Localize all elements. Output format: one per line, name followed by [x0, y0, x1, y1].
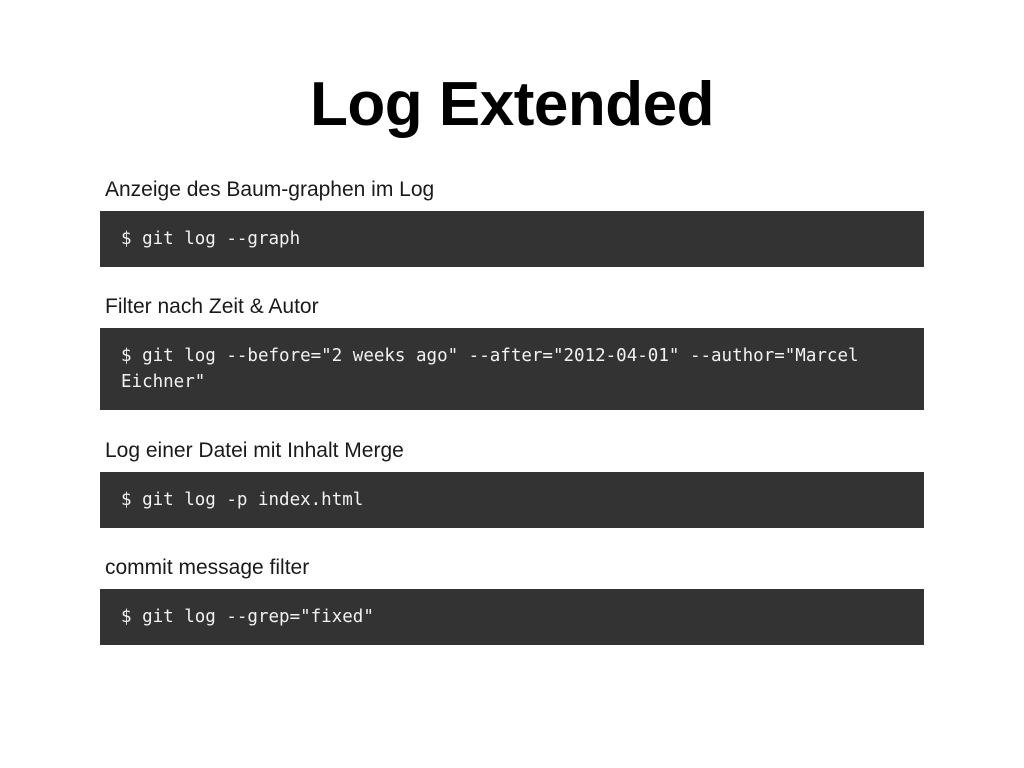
- spacer-3: [100, 528, 924, 554]
- spacer-1: [100, 267, 924, 293]
- section-label-filter-time-author: Filter nach Zeit & Autor: [105, 295, 319, 318]
- code-block-filter-time-author: $ git log --before="2 weeks ago" --after…: [100, 328, 924, 410]
- section-graph: Anzeige des Baum-graphen im Log $ git lo…: [100, 176, 924, 267]
- section-file-log: Log einer Datei mit Inhalt Merge $ git l…: [100, 437, 924, 528]
- section-label-graph: Anzeige des Baum-graphen im Log: [105, 178, 435, 201]
- section-label-file-log: Log einer Datei mit Inhalt Merge: [105, 439, 404, 462]
- slide-content: Anzeige des Baum-graphen im Log $ git lo…: [100, 176, 924, 645]
- code-block-graph: $ git log --graph: [100, 211, 924, 267]
- code-block-file-log: $ git log -p index.html: [100, 472, 924, 528]
- spacer-2: [100, 410, 924, 437]
- section-filter-time-author: Filter nach Zeit & Autor $ git log --bef…: [100, 293, 924, 410]
- section-label-commit-message-filter: commit message filter: [105, 556, 310, 579]
- code-block-commit-message-filter: $ git log --grep="fixed": [100, 589, 924, 645]
- section-commit-message-filter: commit message filter $ git log --grep="…: [100, 554, 924, 645]
- page-title: Log Extended: [310, 70, 714, 139]
